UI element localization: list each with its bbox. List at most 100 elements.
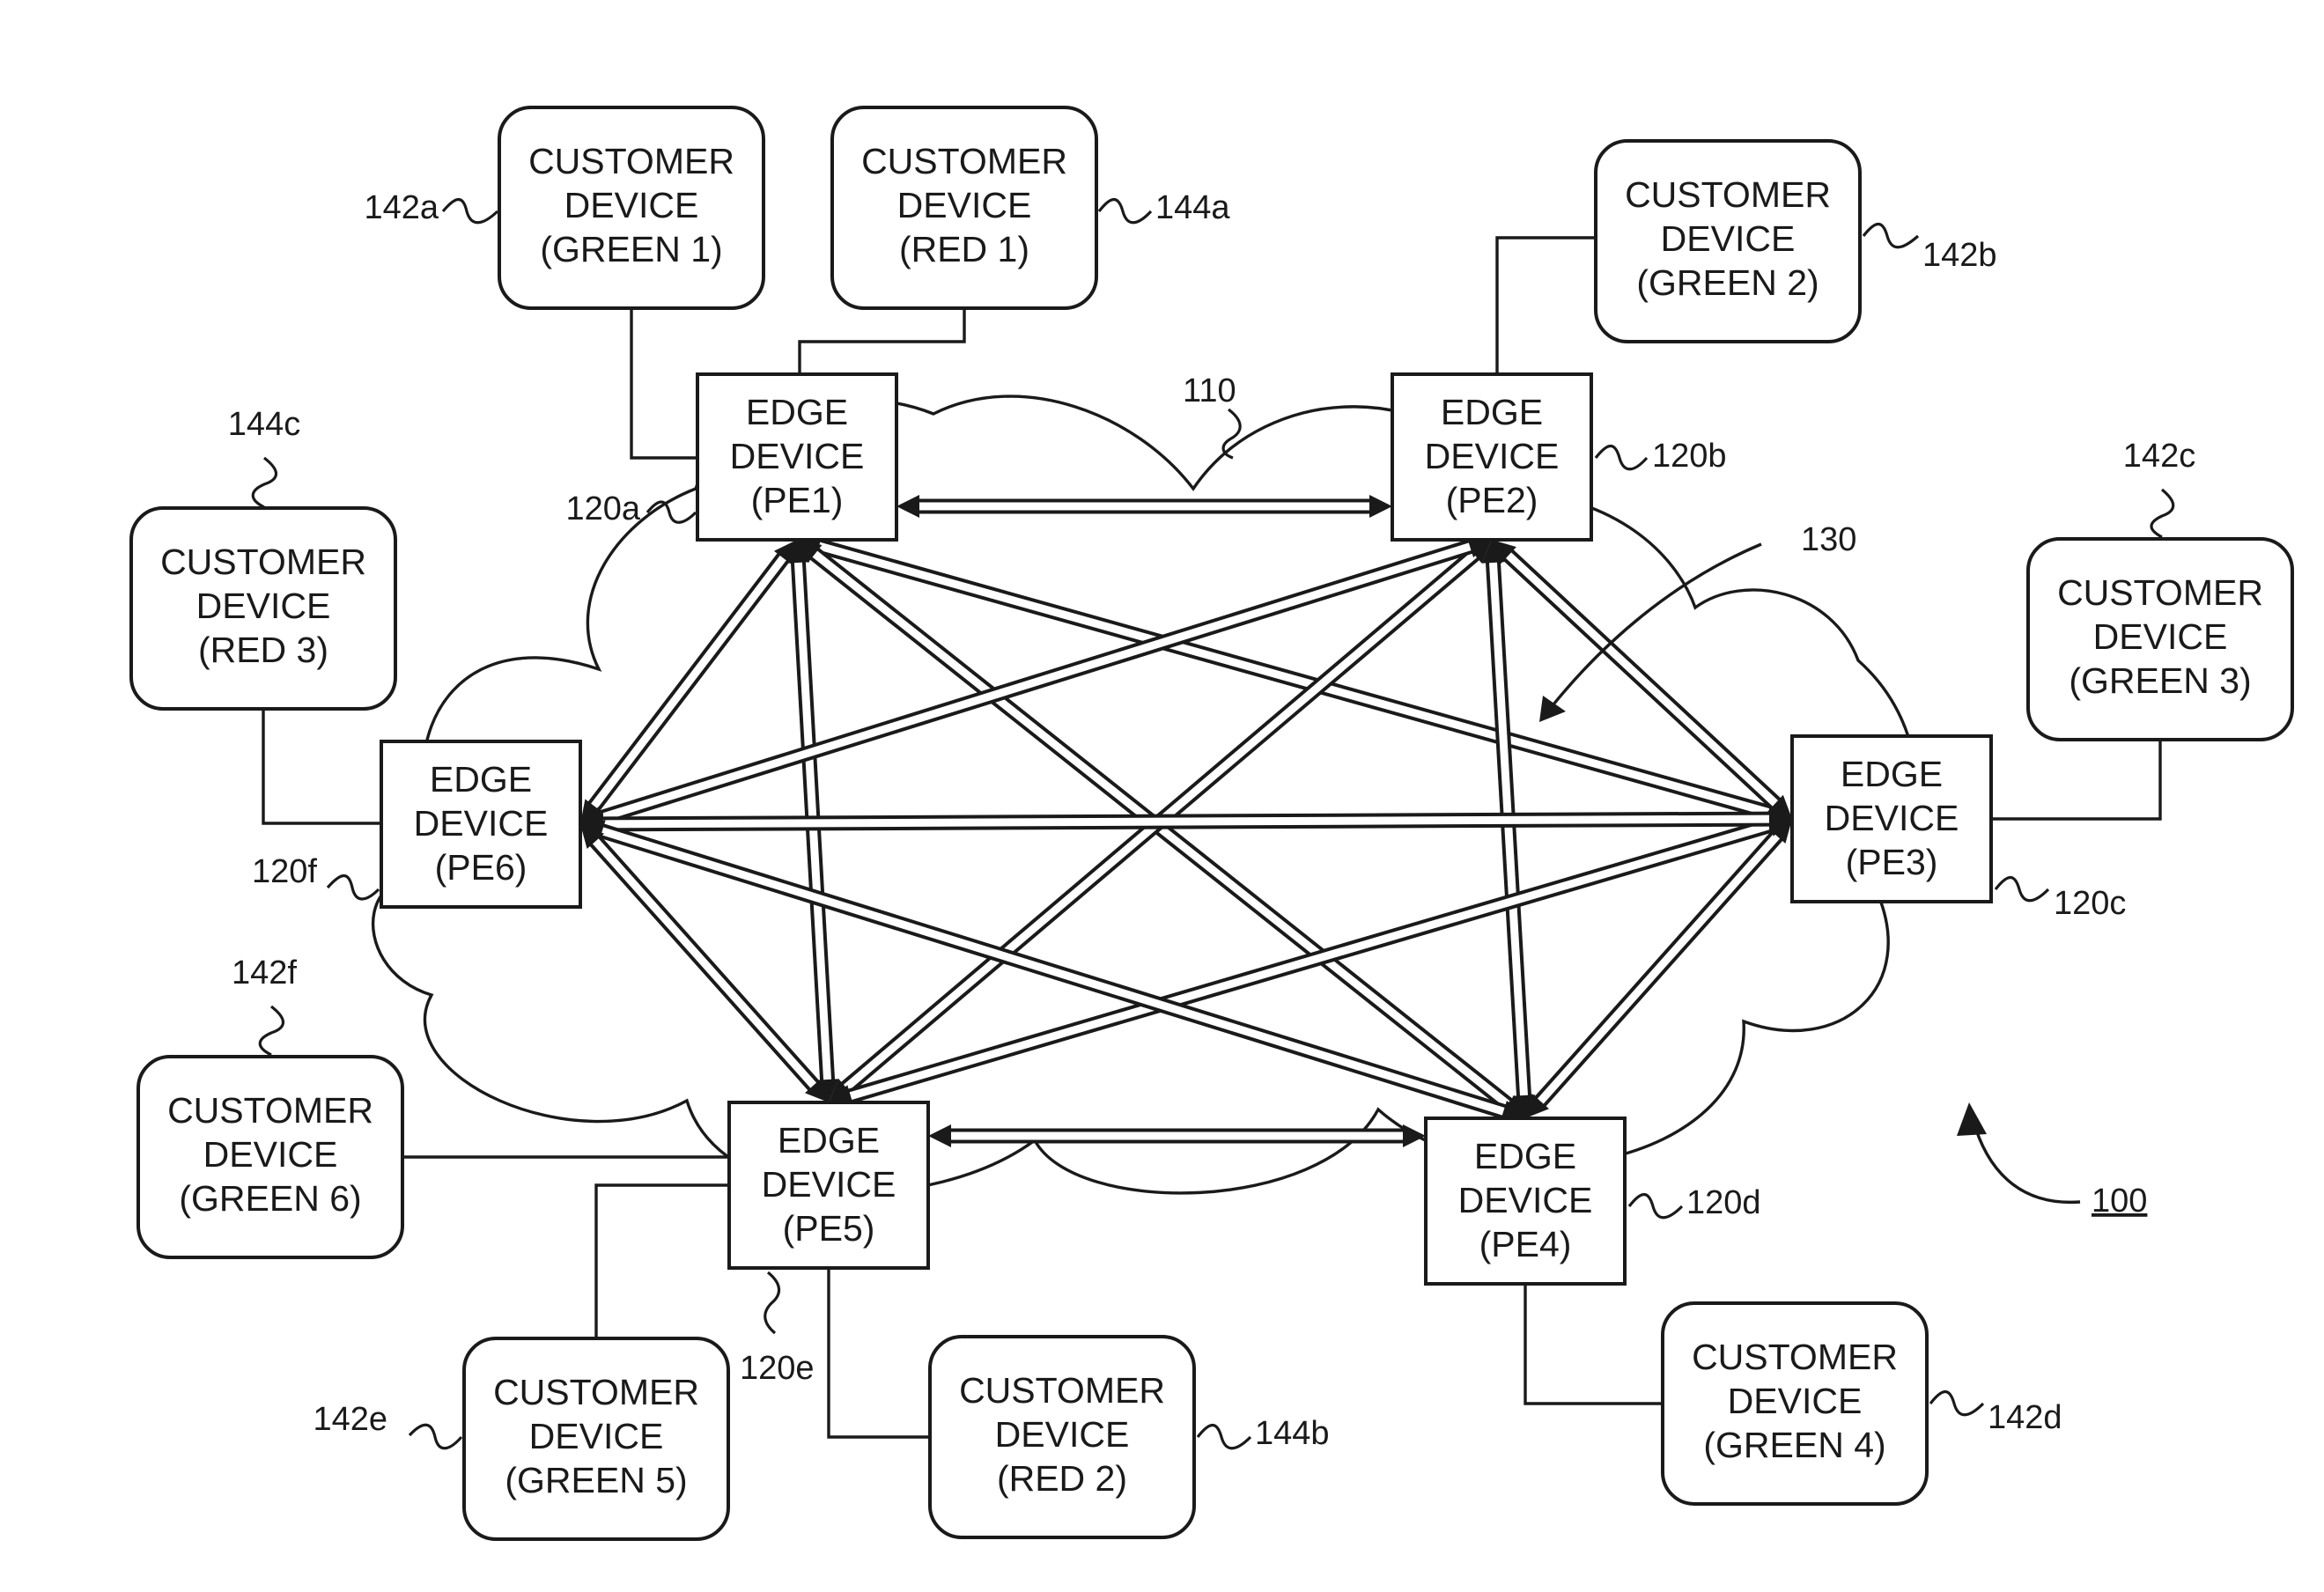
svg-text:100: 100 — [2092, 1183, 2147, 1220]
attachment-circuit-green5 — [596, 1185, 729, 1338]
svg-text:DEVICE: DEVICE — [762, 1164, 896, 1205]
svg-text:120a: 120a — [565, 490, 640, 527]
svg-text:120b: 120b — [1652, 438, 1727, 475]
svg-text:EDGE: EDGE — [1474, 1136, 1576, 1176]
svg-text:DEVICE: DEVICE — [995, 1414, 1130, 1455]
svg-text:EDGE: EDGE — [778, 1120, 880, 1161]
edge-device-pe1[interactable]: EDGE DEVICE (PE1) — [697, 374, 896, 540]
svg-text:DEVICE: DEVICE — [1425, 436, 1560, 476]
svg-text:CUSTOMER: CUSTOMER — [861, 141, 1067, 181]
attachment-circuit-green3 — [1991, 740, 2160, 819]
svg-text:120c: 120c — [2054, 885, 2126, 922]
customer-device-green-1[interactable]: CUSTOMER DEVICE (GREEN 1) — [499, 107, 764, 308]
svg-text:142b: 142b — [1922, 237, 1997, 274]
svg-text:DEVICE: DEVICE — [730, 436, 865, 476]
ref-label-100: 100 — [1957, 1102, 2147, 1220]
svg-text:(PE6): (PE6) — [435, 847, 528, 888]
svg-text:110: 110 — [1183, 372, 1236, 409]
svg-text:(RED 3): (RED 3) — [198, 630, 328, 670]
svg-text:CUSTOMER: CUSTOMER — [528, 141, 734, 181]
svg-text:CUSTOMER: CUSTOMER — [160, 542, 366, 582]
svg-text:EDGE: EDGE — [430, 759, 532, 800]
svg-text:144a: 144a — [1155, 189, 1230, 226]
attachment-circuit-red3 — [263, 709, 381, 823]
customer-device-red-3[interactable]: CUSTOMER DEVICE (RED 3) — [131, 508, 395, 709]
svg-text:DEVICE: DEVICE — [414, 803, 549, 844]
svg-text:142c: 142c — [2123, 438, 2195, 475]
arrowhead-icon — [1957, 1102, 1987, 1136]
svg-text:EDGE: EDGE — [1441, 392, 1543, 432]
svg-text:130: 130 — [1801, 521, 1856, 558]
svg-text:DEVICE: DEVICE — [529, 1416, 664, 1456]
customer-device-red-1[interactable]: CUSTOMER DEVICE (RED 1) — [832, 107, 1096, 308]
attachment-circuit-red2 — [829, 1268, 930, 1437]
svg-text:DEVICE: DEVICE — [1825, 798, 1959, 838]
customer-device-green-2[interactable]: CUSTOMER DEVICE (GREEN 2) — [1596, 141, 1860, 342]
ref-label-110: 110 — [1183, 372, 1240, 458]
edge-device-pe2[interactable]: EDGE DEVICE (PE2) — [1392, 374, 1591, 540]
svg-text:142e: 142e — [313, 1401, 387, 1438]
ref-label-120e: 120e — [740, 1272, 815, 1387]
svg-text:EDGE: EDGE — [1841, 754, 1943, 794]
svg-text:DEVICE: DEVICE — [564, 185, 699, 225]
svg-text:DEVICE: DEVICE — [1661, 218, 1796, 259]
ref-label-142a: 142a — [364, 189, 498, 226]
svg-text:CUSTOMER: CUSTOMER — [1625, 174, 1831, 215]
customer-device-green-6[interactable]: CUSTOMER DEVICE (GREEN 6) — [138, 1057, 402, 1257]
svg-text:(PE2): (PE2) — [1446, 480, 1538, 520]
svg-text:(RED 2): (RED 2) — [997, 1458, 1127, 1499]
ref-label-142f: 142f — [232, 954, 297, 1055]
svg-text:(PE1): (PE1) — [751, 480, 844, 520]
customer-device-green-4[interactable]: CUSTOMER DEVICE (GREEN 4) — [1663, 1303, 1927, 1504]
svg-text:(GREEN 4): (GREEN 4) — [1703, 1425, 1885, 1465]
svg-text:(GREEN 5): (GREEN 5) — [505, 1460, 687, 1500]
svg-text:(GREEN 1): (GREEN 1) — [540, 229, 722, 269]
svg-text:CUSTOMER: CUSTOMER — [959, 1370, 1165, 1411]
customer-device-green-5[interactable]: CUSTOMER DEVICE (GREEN 5) — [464, 1338, 728, 1539]
edge-device-pe5[interactable]: EDGE DEVICE (PE5) — [729, 1102, 928, 1268]
svg-text:(PE3): (PE3) — [1846, 842, 1938, 882]
svg-text:EDGE: EDGE — [746, 392, 848, 432]
ref-label-144a: 144a — [1099, 189, 1230, 226]
svg-text:DEVICE: DEVICE — [2093, 616, 2228, 657]
ref-label-120c: 120c — [1996, 878, 2126, 923]
svg-text:144c: 144c — [228, 406, 300, 443]
svg-text:(GREEN 3): (GREEN 3) — [2069, 660, 2251, 701]
edge-device-pe6[interactable]: EDGE DEVICE (PE6) — [381, 741, 580, 907]
svg-text:CUSTOMER: CUSTOMER — [2057, 572, 2263, 613]
ref-label-142e: 142e — [313, 1401, 461, 1448]
svg-text:DEVICE: DEVICE — [1728, 1381, 1863, 1421]
svg-text:142d: 142d — [1988, 1399, 2062, 1436]
svg-text:(RED 1): (RED 1) — [899, 229, 1029, 269]
ref-label-142c: 142c — [2123, 438, 2195, 537]
attachment-circuit-green1 — [631, 308, 697, 458]
attachment-circuit-green4 — [1525, 1284, 1663, 1404]
ref-label-142d: 142d — [1930, 1392, 2062, 1437]
ref-label-120d: 120d — [1629, 1184, 1761, 1221]
attachment-circuit-red1 — [800, 308, 964, 374]
svg-text:120e: 120e — [740, 1350, 815, 1387]
svg-text:DEVICE: DEVICE — [1458, 1180, 1593, 1220]
attachment-circuit-green2 — [1497, 238, 1596, 374]
svg-text:DEVICE: DEVICE — [203, 1134, 338, 1175]
svg-text:144b: 144b — [1255, 1415, 1330, 1452]
ref-label-144c: 144c — [228, 406, 300, 507]
ref-label-142b: 142b — [1863, 225, 1997, 275]
ref-label-144b: 144b — [1198, 1415, 1330, 1452]
svg-text:120d: 120d — [1686, 1184, 1761, 1221]
ref-label-120b: 120b — [1596, 438, 1727, 475]
edge-device-pe4[interactable]: EDGE DEVICE (PE4) — [1426, 1118, 1625, 1284]
ref-label-120f: 120f — [252, 853, 379, 899]
svg-text:CUSTOMER: CUSTOMER — [167, 1090, 373, 1131]
svg-text:142f: 142f — [232, 954, 297, 991]
svg-text:DEVICE: DEVICE — [196, 586, 331, 626]
svg-text:(GREEN 2): (GREEN 2) — [1636, 262, 1819, 303]
edge-device-pe3[interactable]: EDGE DEVICE (PE3) — [1792, 736, 1991, 902]
svg-text:CUSTOMER: CUSTOMER — [1692, 1337, 1898, 1377]
customer-device-red-2[interactable]: CUSTOMER DEVICE (RED 2) — [930, 1337, 1194, 1537]
customer-device-green-3[interactable]: CUSTOMER DEVICE (GREEN 3) — [2028, 539, 2292, 740]
svg-text:(GREEN 6): (GREEN 6) — [179, 1178, 361, 1219]
svg-text:(PE5): (PE5) — [783, 1208, 875, 1249]
svg-text:CUSTOMER: CUSTOMER — [493, 1372, 699, 1412]
